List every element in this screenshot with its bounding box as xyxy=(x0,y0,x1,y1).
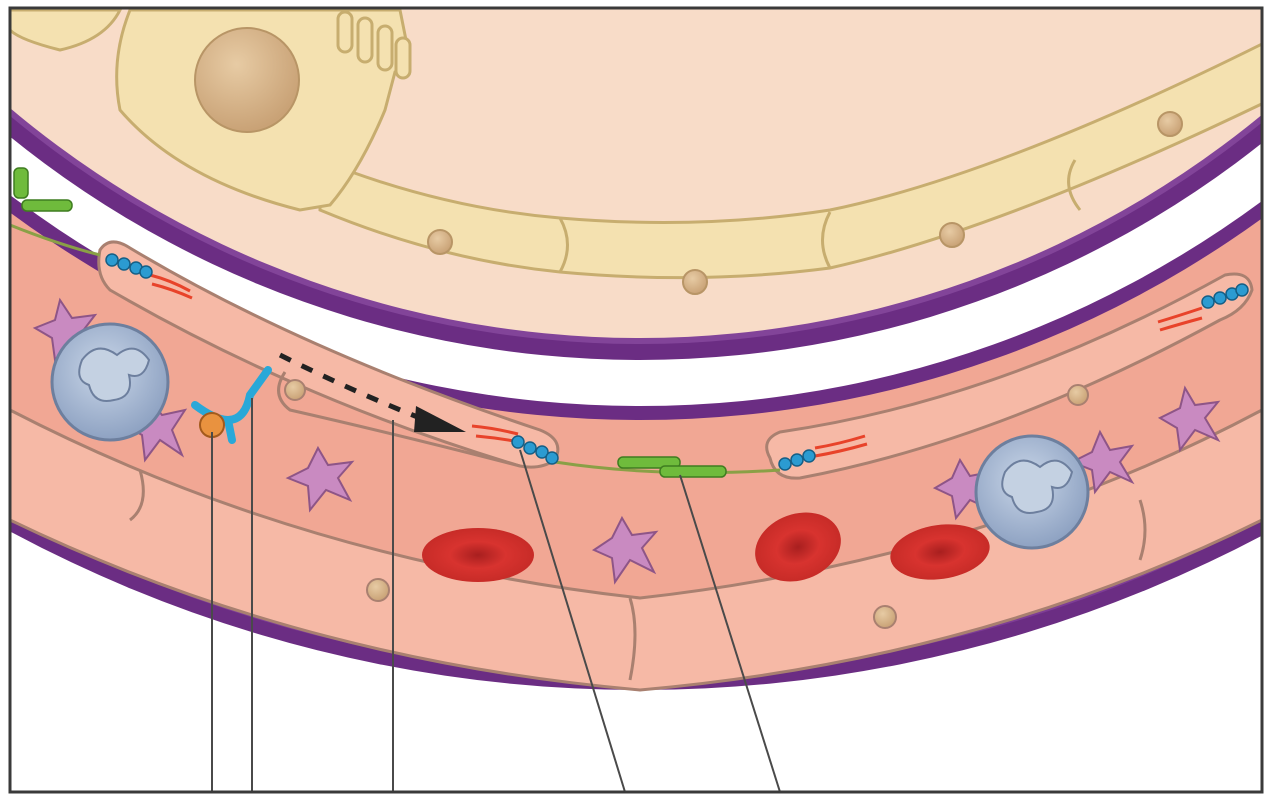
epithelial-nucleus xyxy=(1158,112,1182,136)
red-blood-cell xyxy=(422,528,534,582)
epithelial-nucleus xyxy=(683,270,707,294)
endothelial-nucleus xyxy=(367,579,389,601)
pneumocyte-nucleus xyxy=(195,28,299,132)
leukocyte xyxy=(976,436,1088,548)
epithelial-nucleus xyxy=(428,230,452,254)
endothelial-nucleus xyxy=(874,606,896,628)
endothelial-nucleus xyxy=(1068,385,1088,405)
endothelial-nucleus xyxy=(285,380,305,400)
epithelial-nucleus xyxy=(940,223,964,247)
leukocyte xyxy=(52,324,168,440)
